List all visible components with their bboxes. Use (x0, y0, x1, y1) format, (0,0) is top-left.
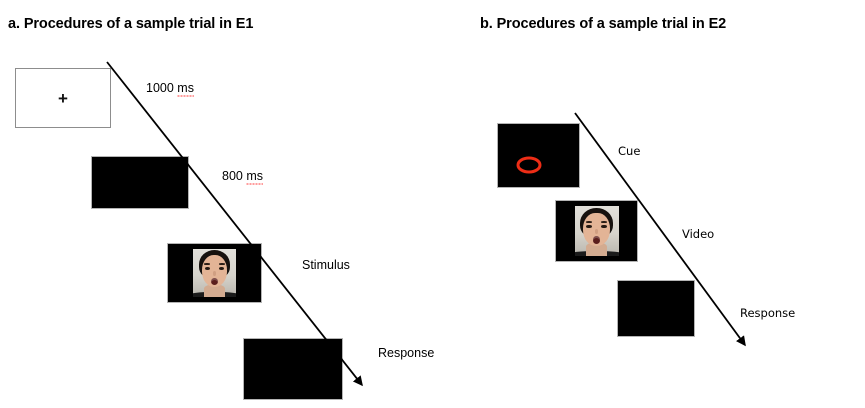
stage-response-label: Response (378, 346, 435, 360)
panel-a-title: a. Procedures of a sample trial in E1 (8, 16, 254, 32)
eye-right (601, 224, 607, 228)
blank-screen (91, 156, 189, 209)
duration-1000ms-label: 1000 ms (146, 81, 194, 95)
stage-response-label: Response (740, 306, 796, 320)
eye-right (219, 266, 225, 270)
fixation-screen: + (15, 68, 111, 128)
response-screen (243, 338, 343, 400)
spellcheck-underline: ms (177, 81, 194, 95)
stage-cue-label: Cue (618, 144, 641, 158)
stimulus-screen (167, 243, 262, 303)
timeline-arrow-a (106, 61, 363, 387)
panel-b-title: b. Procedures of a sample trial in E2 (480, 16, 727, 32)
spellcheck-underline: ms (246, 169, 264, 183)
duration-800ms-label: 800 ms (222, 169, 264, 183)
eye-left (586, 224, 592, 228)
eyebrow-left (585, 221, 593, 223)
face-photo (193, 249, 236, 297)
video-screen (555, 200, 638, 262)
cue-screen (497, 123, 580, 188)
stage-stimulus-label: Stimulus (302, 258, 350, 272)
response-screen (617, 280, 695, 337)
eye-left (204, 266, 210, 270)
face-photo (574, 206, 619, 256)
nose (212, 271, 217, 276)
stage-video-label: Video (682, 227, 715, 241)
plus-icon: + (58, 88, 68, 108)
eyebrow-right (600, 221, 608, 223)
